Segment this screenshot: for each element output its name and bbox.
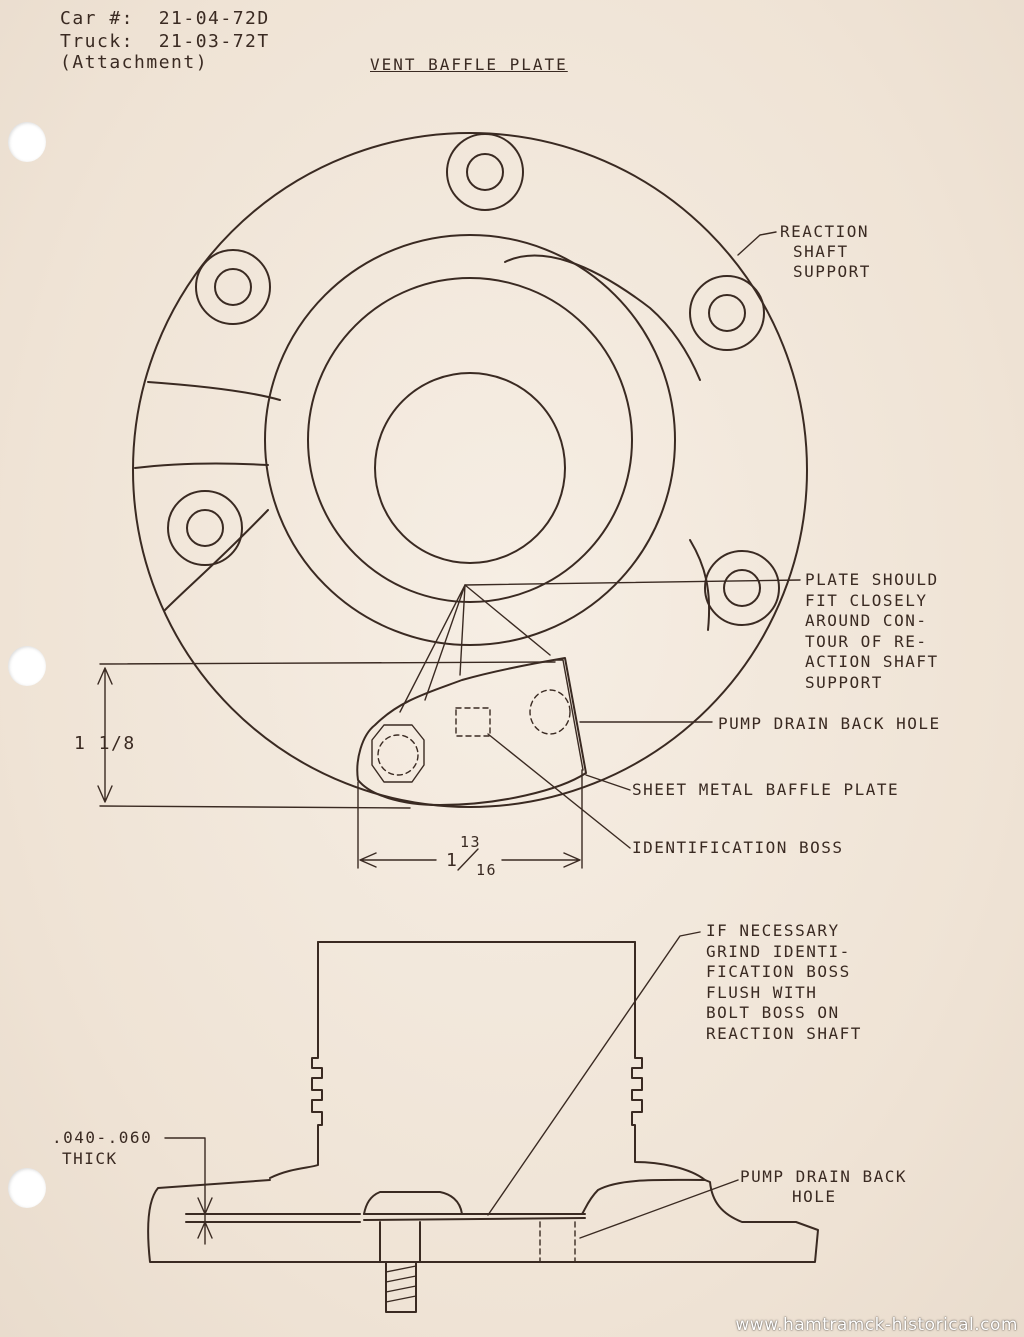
label-if-necessary-line5: BOLT BOSS ON [706, 1003, 840, 1022]
leader-reaction-shaft [737, 231, 777, 256]
label-plate-fit-line4: TOUR OF RE- [805, 632, 928, 651]
dim-ext-height [99, 661, 556, 809]
bolt-boss-section [379, 1221, 421, 1263]
leader-plate-fit [464, 579, 801, 586]
label-if-necessary-line3: FICATION BOSS [706, 962, 851, 981]
bolt-head [371, 724, 425, 783]
hub-middle-ring [307, 277, 633, 603]
page-title: VENT BAFFLE PLATE [370, 55, 568, 74]
label-if-necessary-line1: IF NECESSARY [706, 921, 840, 940]
baffle-plate-section [363, 1213, 586, 1221]
label-reaction-line2: SHAFT [793, 242, 849, 261]
dim-line-width [359, 852, 581, 868]
leader-thickness [164, 1137, 213, 1245]
top-view [97, 132, 808, 871]
label-sheet-metal-baffle-plate: SHEET METAL BAFFLE PLATE [632, 780, 900, 799]
label-plate-fit-line2: FIT CLOSELY [805, 591, 928, 610]
bolt-threads [385, 1265, 417, 1303]
bolt-circle-hidden [377, 734, 419, 776]
label-plate-fit-line1: PLATE SHOULD [805, 570, 939, 589]
car-number: Car #: 21-04-72D [60, 8, 270, 29]
dim-ext-width [357, 769, 583, 869]
casting-rib-lower-right [689, 539, 711, 631]
punch-hole-bottom [8, 1168, 46, 1208]
casting-rib-lower-left [164, 509, 269, 611]
punch-hole-top [8, 122, 46, 162]
bolt-boss-top [446, 133, 524, 211]
label-reaction-line3: SUPPORT [793, 262, 871, 281]
leader-sheet-metal [585, 774, 631, 791]
watermark: www.hamtramck-historical.com [735, 1315, 1018, 1335]
section-view [147, 931, 819, 1313]
label-pump-drain-section-line2: HOLE [792, 1187, 837, 1206]
pump-drain-back-hole-hidden [529, 689, 571, 735]
dim-height-text: 1 1/8 [74, 733, 136, 754]
reaction-shaft-support-outline [132, 132, 808, 808]
label-if-necessary-line2: GRIND IDENTI- [706, 942, 851, 961]
hub-outer-ring [264, 234, 676, 646]
dim-width-denominator: 16 [476, 861, 498, 879]
dim-line-height [97, 667, 113, 803]
thickness-ext-lines [185, 1213, 361, 1223]
bolt-boss-right [689, 275, 765, 351]
bolt-boss-left [195, 249, 271, 325]
drain-hole-section [539, 1221, 576, 1263]
label-plate-fit-line6: SUPPORT [805, 673, 883, 692]
truck-number: Truck: 21-03-72T [60, 31, 270, 52]
attachment-label: (Attachment) [60, 52, 209, 73]
bolt-shank [385, 1261, 417, 1313]
sheet-metal-baffle-plate [356, 657, 587, 806]
dim-fraction-bar [457, 848, 479, 871]
label-thickness-line2: THICK [62, 1149, 118, 1168]
baffle-plate-edge [554, 659, 584, 771]
label-pump-drain-section-line1: PUMP DRAIN BACK [740, 1167, 907, 1186]
identification-boss-hidden [455, 707, 491, 737]
label-plate-fit-line3: AROUND CON- [805, 611, 928, 630]
leader-if-necessary [487, 931, 701, 1216]
casting-rib-left-lower [134, 462, 269, 469]
leader-identification-boss [487, 733, 631, 849]
label-reaction-line1: REACTION [780, 222, 870, 241]
casting-rib-left-upper [147, 381, 281, 401]
bolt-boss-lower-right [704, 550, 780, 626]
shaft-right-profile [631, 941, 706, 1181]
punch-hole-middle [8, 646, 46, 686]
leader-plate-fit-arrows [399, 584, 551, 713]
dim-width-whole: 1 [446, 850, 459, 871]
dim-width-numerator: 13 [460, 833, 482, 851]
label-if-necessary-line6: REACTION SHAFT [706, 1024, 862, 1043]
label-thickness-line1: .040-.060 [52, 1128, 153, 1147]
label-plate-fit-line5: ACTION SHAFT [805, 652, 939, 671]
label-if-necessary-line4: FLUSH WITH [706, 983, 818, 1002]
label-pump-drain-back-hole: PUMP DRAIN BACK HOLE [718, 714, 941, 733]
casting-rib-top [504, 254, 701, 381]
shaft-left-profile [269, 941, 323, 1179]
bolt-boss-lower-left [167, 490, 243, 566]
leader-pump-drain-section [579, 1179, 739, 1239]
shaft-bore [374, 372, 566, 564]
label-identification-boss: IDENTIFICATION BOSS [632, 838, 844, 857]
flange-outline [147, 1178, 819, 1263]
